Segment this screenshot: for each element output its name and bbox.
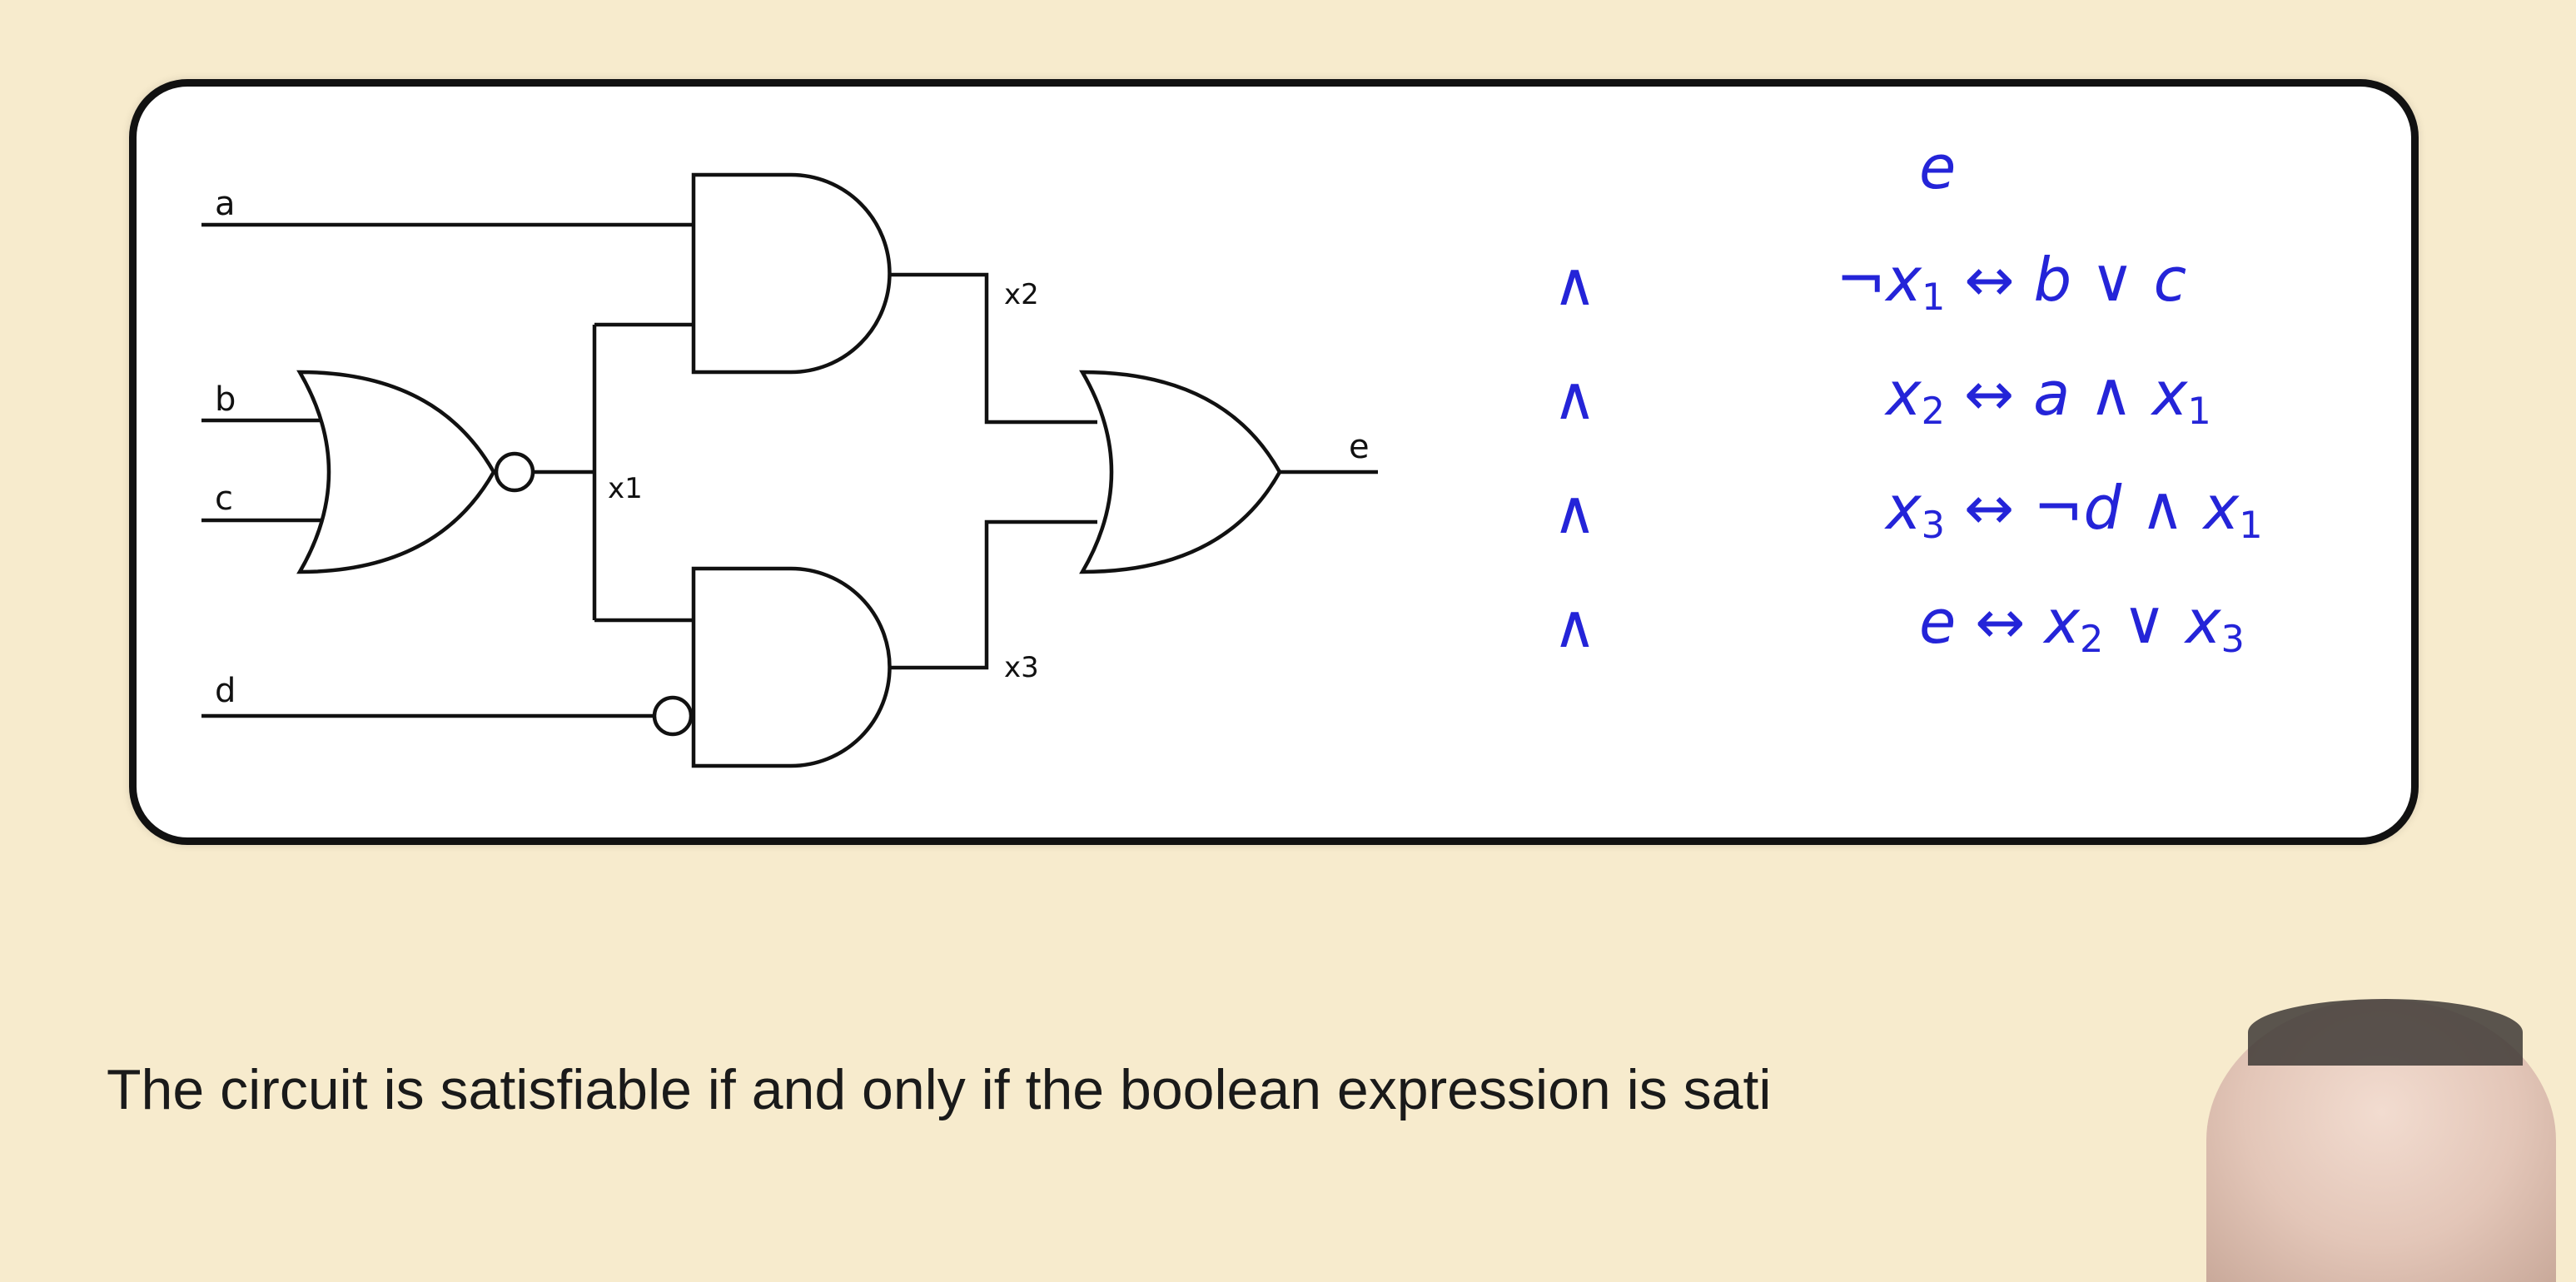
- formula-clause: x3 ↔ ¬d ∧ x1: [1886, 473, 2263, 548]
- input-label-d: d: [215, 672, 236, 710]
- input-label-b: b: [215, 380, 236, 419]
- wires: [201, 222, 1378, 718]
- formula-clause: e ↔ x2 ∨ x3: [1919, 587, 2245, 662]
- or-gate: [1079, 370, 1282, 574]
- and-gate-bottom: [652, 566, 892, 768]
- and-operator: ∧: [1553, 591, 1597, 661]
- net-label-x3: x3: [1004, 651, 1039, 684]
- input-label-a: a: [215, 185, 236, 223]
- formula-clause: ¬x1 ↔ b ∨ c: [1836, 245, 2187, 320]
- input-label-c: c: [215, 480, 233, 518]
- slide: a b c d e x1 x2 x3: [107, 79, 2556, 1282]
- and-operator: ∧: [1553, 249, 1597, 319]
- formula-top-line: e: [1919, 132, 1957, 202]
- and-operator: ∧: [1553, 477, 1597, 547]
- net-label-x2: x2: [1004, 278, 1039, 311]
- speaker-hair: [2248, 999, 2523, 1066]
- nor-gate: [296, 370, 535, 574]
- net-label-x1: x1: [608, 472, 643, 505]
- and-gate-top: [691, 172, 892, 375]
- and-operator: ∧: [1553, 363, 1597, 433]
- circuit-diagram: a b c d e x1 x2 x3: [201, 172, 1378, 768]
- formula-clause: x2 ↔ a ∧ x1: [1886, 359, 2211, 434]
- caption-text: The circuit is satisfiable if and only i…: [107, 1058, 1772, 1121]
- output-label-e: e: [1349, 428, 1370, 466]
